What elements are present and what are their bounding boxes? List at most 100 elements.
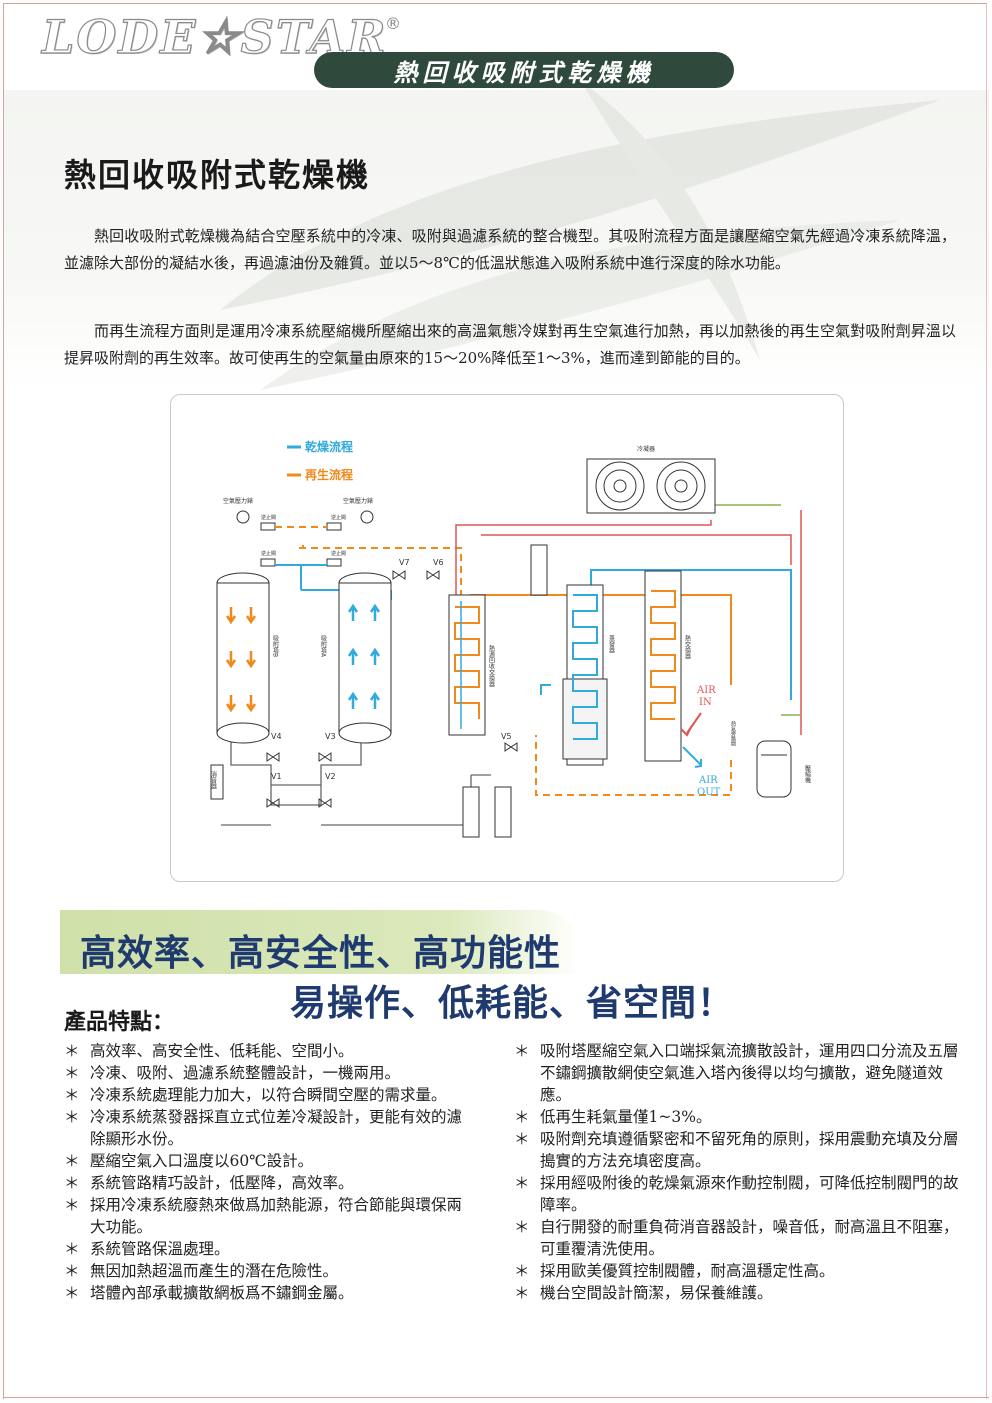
check-valve-label-1: 逆止閥 xyxy=(261,514,276,521)
evaporator-label: 蒸發器 xyxy=(608,634,615,654)
feature-item: ＊冷凍系統蒸發器採直立式位差冷凝設計，更能有效的濾除顯形水份。 xyxy=(64,1108,463,1148)
bullet-star-icon: ＊ xyxy=(64,1108,80,1126)
pressure-gauge-left-icon xyxy=(236,510,250,524)
filter-icon xyxy=(530,544,548,596)
heat-exchanger-label: 熱交換器 xyxy=(684,634,691,660)
bullet-star-icon: ＊ xyxy=(64,1240,80,1258)
banner-title: 熱回收吸附式乾燥機 xyxy=(393,58,655,87)
bypass-label: 熱氣旁路閥 xyxy=(730,720,736,747)
valve-icon xyxy=(266,570,518,808)
bullet-star-icon: ＊ xyxy=(64,1262,80,1280)
adsorption-tower-b xyxy=(216,572,270,744)
feature-item: ＊吸附劑充填遵循緊密和不留死角的原則，採用震動充填及分層搗實的方法充填密度高。 xyxy=(514,1130,959,1170)
bullet-star-icon: ＊ xyxy=(64,1174,80,1192)
air-out-label-2: OUT xyxy=(697,787,721,798)
feature-item: ＊採用經吸附後的乾燥氣源來作動控制閥，可降低控制閥門的故障率。 xyxy=(514,1174,959,1214)
legend-dry-label: 乾燥流程 xyxy=(305,439,353,454)
process-diagram-svg: 乾燥流程 再生流程 空氣壓力錶 空氣壓力錶 逆止閥 逆止閥 逆止閥 逆止閥 xyxy=(210,439,811,838)
feature-item: ＊冷凍系統處理能力加大，以符合瞬間空壓的需求量。 xyxy=(64,1086,447,1104)
valve-label-v2: V2 xyxy=(325,772,336,781)
dry-pipe xyxy=(275,564,392,600)
feature-item: ＊系統管路保溫處理。 xyxy=(64,1240,230,1258)
bullet-star-icon: ＊ xyxy=(514,1130,530,1148)
tower-b-label: 吸附塔B xyxy=(272,635,279,657)
feature-item: ＊壓縮空氣入口溫度以60℃設計。 xyxy=(64,1152,314,1170)
check-valve-label-4: 逆止閥 xyxy=(331,550,346,557)
air-in-arrow-icon xyxy=(680,712,702,737)
slogan-line-1: 高效率、高安全性、高功能性 xyxy=(80,932,562,974)
heat-recovery-exchanger xyxy=(448,594,486,736)
bullet-star-icon: ＊ xyxy=(514,1174,530,1192)
bullet-star-icon: ＊ xyxy=(514,1284,530,1302)
silencer-label: 消音器 xyxy=(210,770,217,790)
slogan-band xyxy=(60,910,580,974)
compressor-icon xyxy=(756,740,792,798)
valve-label-v1: V1 xyxy=(271,772,282,781)
features-list-right: ＊吸附塔壓縮空氣入口端採氣流擴散設計，運用四口分流及五層不鏽鋼擴散網使空氣進入塔… xyxy=(514,1040,966,1304)
legend-regen-label: 再生流程 xyxy=(305,467,353,482)
process-diagram: 乾燥流程 再生流程 空氣壓力錶 空氣壓力錶 逆止閥 逆止閥 逆止閥 逆止閥 xyxy=(170,394,844,882)
feature-item: ＊無因加熱超溫而產生的潛在危險性。 xyxy=(64,1262,339,1280)
feature-item: ＊採用冷凍系統廢熱來做爲加熱能源，符合節能與環保兩大功能。 xyxy=(64,1196,463,1236)
feature-item: ＊低再生耗氣量僅1~3%。 xyxy=(514,1108,712,1126)
bullet-star-icon: ＊ xyxy=(514,1042,530,1060)
valve-label-v5: V5 xyxy=(501,732,512,741)
valve-label-v3: V3 xyxy=(325,732,336,741)
air-in-label-2: IN xyxy=(699,697,712,708)
gauge-right-label: 空氣壓力錶 xyxy=(343,497,373,505)
page-title: 熱回收吸附式乾燥機 xyxy=(64,156,371,194)
heat-exchanger xyxy=(644,570,682,762)
check-valve-icon xyxy=(326,522,342,531)
compressor-label: 壓縮機 xyxy=(804,765,811,784)
feature-item: ＊採用歐美優質控制閥體，耐高溫穩定性高。 xyxy=(514,1262,835,1280)
silencer-icon xyxy=(210,764,224,800)
air-out-label: AIR xyxy=(698,775,718,786)
intro-paragraph-2: 而再生流程方面則是運用冷凍系統壓縮機所壓縮出來的高溫氣態冷媒對再生空氣進行加熱，… xyxy=(64,322,956,367)
check-valve-label-2: 逆止閥 xyxy=(331,514,346,521)
condenser-fan-icon xyxy=(586,458,716,514)
registered-mark: ® xyxy=(385,14,401,33)
bullet-star-icon: ＊ xyxy=(514,1108,530,1126)
intro-paragraph-1: 熱回收吸附式乾燥機為結合空壓系統中的冷凍、吸附與過濾系統的整合機型。其吸附流程方… xyxy=(64,227,956,272)
regen-pipe xyxy=(275,526,462,598)
heat-recovery-label: 熱源回收交換器 xyxy=(488,644,495,688)
feature-item: ＊高效率、高安全性、低耗能、空間小。 xyxy=(64,1042,354,1060)
valve-label-v6: V6 xyxy=(433,558,444,567)
gauge-left-label: 空氣壓力錶 xyxy=(223,497,253,505)
bullet-star-icon: ＊ xyxy=(64,1086,80,1104)
pipe xyxy=(221,740,491,826)
air-in-label: AIR xyxy=(696,685,716,696)
tower-a-label: 吸附塔A xyxy=(320,635,327,658)
page-frame xyxy=(3,3,987,1399)
title-banner: 熱回收吸附式乾燥機 xyxy=(314,52,734,88)
air-out-arrow-icon xyxy=(682,746,702,768)
bullet-star-icon: ＊ xyxy=(64,1284,80,1302)
check-valve-label-3: 逆止閥 xyxy=(261,550,276,557)
header-background xyxy=(3,90,989,390)
check-valve-icon xyxy=(260,522,276,531)
palm-leaf-watermark xyxy=(220,80,940,390)
filter-icon xyxy=(462,786,480,838)
check-valve-icon xyxy=(260,558,276,567)
feature-item: ＊塔體內部承載擴散網板爲不鏽鋼金屬。 xyxy=(64,1284,354,1302)
page-bottom-rule xyxy=(3,1397,989,1398)
refrigerant-pipe xyxy=(711,504,801,716)
bullet-star-icon: ＊ xyxy=(514,1262,530,1280)
feature-item: ＊機台空間設計簡潔，易保養維護。 xyxy=(514,1284,773,1302)
feature-item: ＊冷凍、吸附、過濾系統整體設計，一機兩用。 xyxy=(64,1064,401,1082)
bullet-star-icon: ＊ xyxy=(64,1152,80,1170)
features-list-left: ＊高效率、高安全性、低耗能、空間小。 ＊冷凍、吸附、過濾系統整體設計，一機兩用。… xyxy=(64,1040,474,1304)
slogan-line-2: 易操作、低耗能、省空間！ xyxy=(290,982,735,1024)
filter-icon xyxy=(494,786,512,838)
condenser-label: 冷凝器 xyxy=(637,445,655,453)
valve-label-v4: V4 xyxy=(271,732,282,741)
bullet-star-icon: ＊ xyxy=(64,1064,80,1082)
valve-label-v7: V7 xyxy=(399,558,410,567)
features-heading: 產品特點： xyxy=(64,1010,175,1035)
bullet-star-icon: ＊ xyxy=(64,1196,80,1214)
check-valve-icon xyxy=(326,558,342,567)
feature-item: ＊系統管路精巧設計，低壓降，高效率。 xyxy=(64,1174,354,1192)
adsorption-tower-a xyxy=(338,572,392,744)
pressure-gauge-right-icon xyxy=(360,510,374,524)
bullet-star-icon: ＊ xyxy=(64,1042,80,1060)
